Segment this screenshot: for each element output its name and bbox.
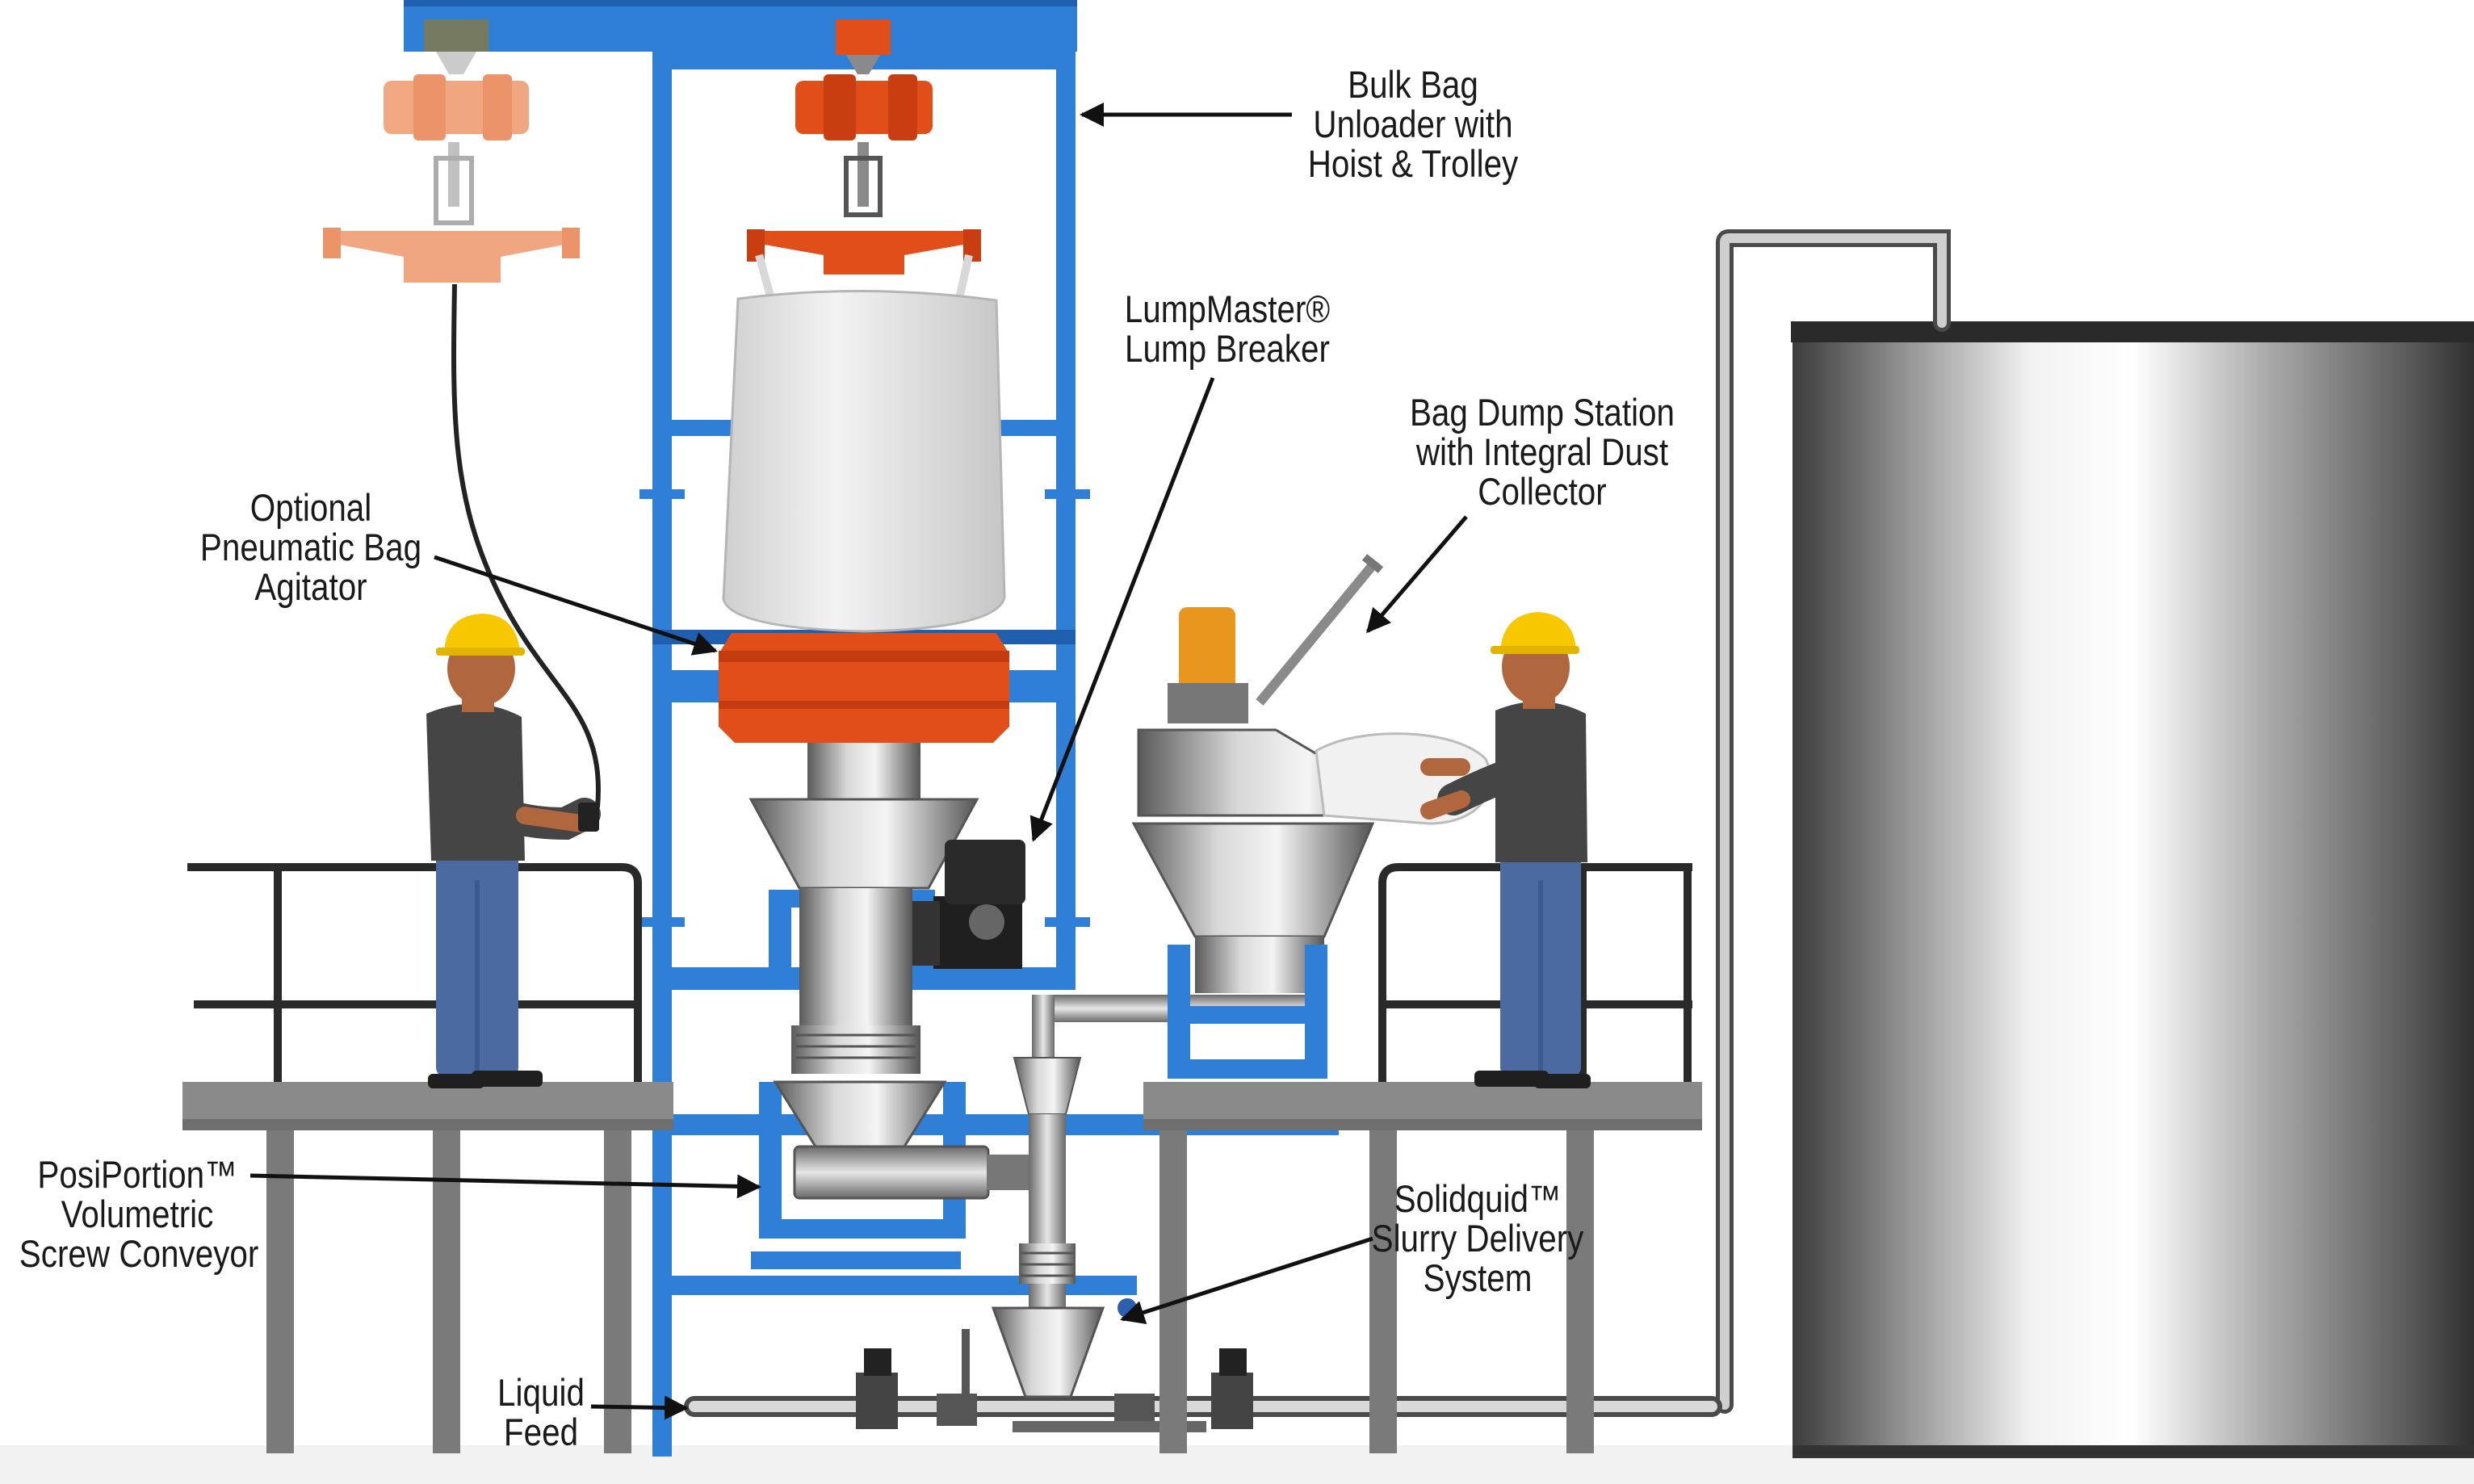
hoist-trolley: [747, 19, 981, 275]
pendant-cord: [451, 283, 601, 808]
label-line: Pneumatic Bag: [199, 526, 422, 568]
worker-left: [426, 614, 601, 1088]
label-line: Agitator: [254, 565, 367, 608]
slurry-delivery-system: [856, 995, 1306, 1432]
storage-tank: [1791, 321, 2474, 1458]
label-line: Bulk Bag: [1348, 63, 1478, 106]
label-bulk-bag-unloader: Bulk Bag Unloader with Hoist & Trolley: [1295, 65, 1531, 183]
label-line: Collector: [1478, 470, 1607, 513]
bulk-bag: [722, 254, 1006, 633]
leader-arrows: [249, 103, 1468, 1420]
discharge-spout: [807, 743, 920, 807]
label-line: Lump Breaker: [1125, 327, 1330, 370]
label-line: Solidquid™: [1394, 1177, 1562, 1220]
right-platform: [1143, 863, 1702, 1453]
label-line: System: [1423, 1256, 1533, 1299]
screw-conveyor: [773, 1080, 1029, 1200]
label-posiportion: PosiPortion™ Volumetric Screw Conveyor: [19, 1153, 259, 1275]
label-line: with Integral Dust: [1415, 430, 1669, 473]
label-line: Volumetric: [61, 1193, 214, 1235]
label-line: PosiPortion™: [37, 1153, 237, 1196]
hoist-alternate-position: [323, 19, 580, 283]
label-line: Slurry Delivery: [1371, 1217, 1584, 1260]
label-line: Liquid: [497, 1371, 585, 1414]
bag-agitator-hopper: [719, 633, 1009, 743]
label-solidquid: Solidquid™ Slurry Delivery System: [1360, 1179, 1596, 1297]
left-platform: [182, 863, 673, 1453]
label-lumpmaster: LumpMaster® Lump Breaker: [1116, 289, 1338, 368]
worker-right: [1420, 612, 1591, 1088]
label-bag-dump-station: Bag Dump Station with Integral Dust Coll…: [1396, 392, 1688, 511]
label-liquid-feed: Liquid Feed: [479, 1373, 604, 1452]
label-line: Hoist & Trolley: [1307, 142, 1519, 185]
label-line: Bag Dump Station: [1409, 391, 1675, 434]
label-optional-agitator: Optional Pneumatic Bag Agitator: [196, 488, 426, 606]
label-line: Optional: [249, 486, 372, 529]
label-line: Screw Conveyor: [19, 1232, 259, 1275]
label-line: Unloader with: [1313, 103, 1513, 145]
lump-breaker: [748, 798, 1025, 1074]
label-line: LumpMaster®: [1124, 287, 1331, 330]
label-line: Feed: [503, 1411, 579, 1453]
